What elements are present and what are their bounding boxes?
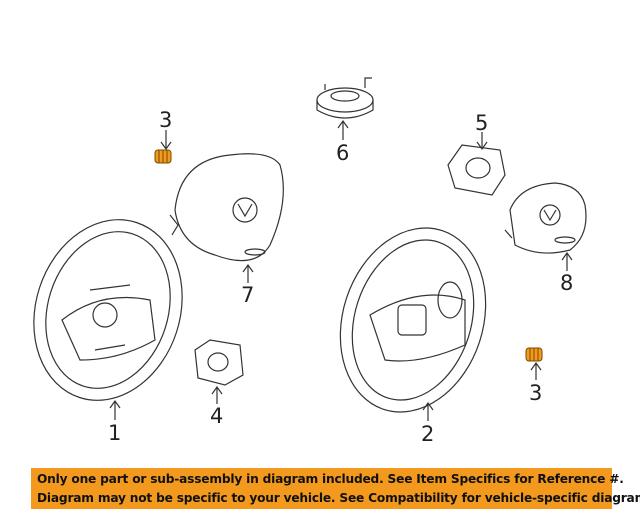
callout-7: 7 [241,283,254,307]
steering-wheel-1[interactable] [11,200,205,419]
callout-4: 4 [210,404,223,428]
arrow-8 [561,251,573,271]
arrow-5 [476,132,488,151]
disclaimer-banner: Only one part or sub-assembly in diagram… [31,468,640,509]
callout-3a: 3 [159,108,172,132]
switch-module-4[interactable] [194,339,244,386]
arrow-2 [422,401,434,421]
callout-2: 2 [421,422,434,446]
nut-icon-3b[interactable] [525,347,543,362]
callout-6: 6 [336,141,349,165]
clock-spring-6[interactable] [316,77,374,119]
callout-5: 5 [475,111,488,135]
airbag-module-8[interactable] [504,182,587,254]
callout-8: 8 [560,271,573,295]
arrow-1 [109,399,121,420]
callout-1: 1 [108,421,121,445]
banner-line-1: Only one part or sub-assembly in diagram… [37,472,624,486]
arrow-6 [337,119,349,140]
arrow-3a [160,130,172,151]
banner-line-2: Diagram may not be specific to your vehi… [37,491,640,505]
nut-icon-3a[interactable] [154,149,172,164]
airbag-module-7[interactable] [169,153,284,262]
arrow-7 [242,263,254,283]
steering-wheel-2[interactable] [317,209,508,431]
callout-3b: 3 [529,381,542,405]
arrow-4 [211,385,223,404]
parts-diagram: 3 6 5 7 8 4 1 2 3 [11,77,587,446]
arrow-3b [530,361,542,380]
switch-module-5[interactable] [447,144,506,196]
